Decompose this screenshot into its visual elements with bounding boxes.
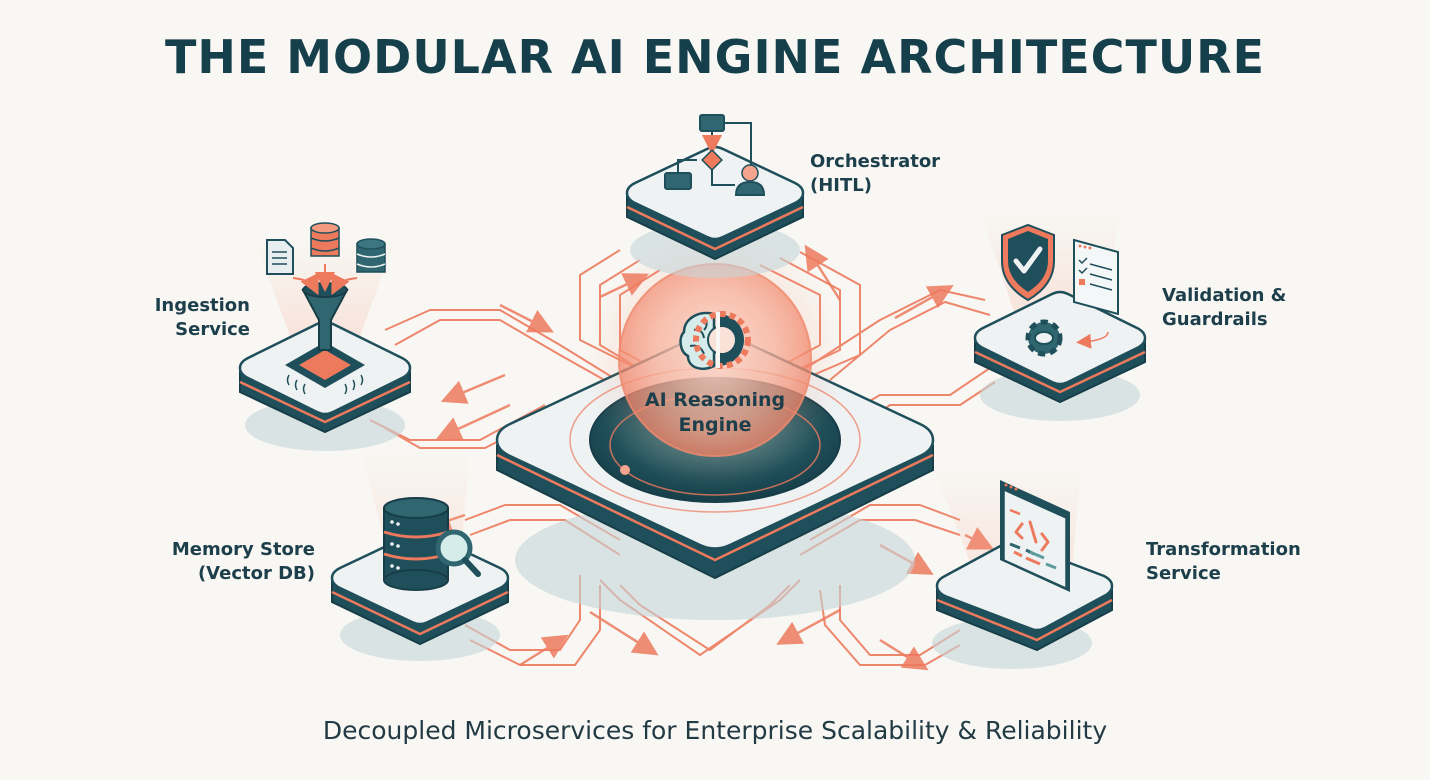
code-window-icon	[1000, 480, 1070, 592]
funnel-chip-icon	[285, 282, 365, 395]
checklist-icon	[1073, 238, 1119, 316]
transformation-label-line1: Transformation	[1146, 539, 1301, 560]
memory-module	[330, 450, 510, 661]
transformation-label: Transformation Service	[1146, 538, 1301, 586]
memory-label: Memory Store (Vector DB)	[120, 538, 315, 586]
ingestion-label-line2: Service	[175, 319, 250, 340]
center-label-line1: AI Reasoning	[644, 389, 786, 411]
database-coral-icon	[310, 222, 340, 257]
workflow-person-icon	[664, 114, 766, 196]
orchestrator-label: Orchestrator (HITL)	[810, 150, 940, 198]
diagram-title: THE MODULAR AI ENGINE ARCHITECTURE	[164, 30, 1266, 84]
brain-gear-icon	[679, 311, 751, 370]
center-label-line2: Engine	[678, 414, 752, 436]
validation-label-line2: Guardrails	[1162, 309, 1268, 330]
validation-module	[973, 210, 1147, 421]
validation-label-line1: Validation &	[1162, 285, 1287, 306]
transformation-label-line2: Service	[1146, 563, 1221, 584]
database-search-icon	[383, 497, 481, 591]
ingestion-label-line1: Ingestion	[154, 295, 250, 316]
shield-check-icon	[1001, 223, 1055, 302]
memory-label-line2: (Vector DB)	[197, 563, 315, 584]
orchestrator-module	[625, 114, 805, 278]
orchestrator-label-line1: Orchestrator	[810, 151, 941, 172]
validation-label: Validation & Guardrails	[1162, 284, 1286, 332]
memory-label-line1: Memory Store	[171, 539, 315, 560]
ingestion-module	[238, 222, 412, 451]
center-engine-label: AI Reasoning Engine	[610, 388, 820, 438]
reasoning-orb	[585, 230, 845, 490]
diagram-subtitle: Decoupled Microservices for Enterprise S…	[322, 716, 1108, 745]
gear-icon	[1025, 319, 1063, 357]
database-teal-icon	[356, 238, 386, 273]
document-icon	[266, 239, 294, 275]
transformation-module	[932, 463, 1114, 669]
orchestrator-label-line2: (HITL)	[810, 175, 872, 196]
ingestion-label: Ingestion Service	[110, 294, 250, 342]
